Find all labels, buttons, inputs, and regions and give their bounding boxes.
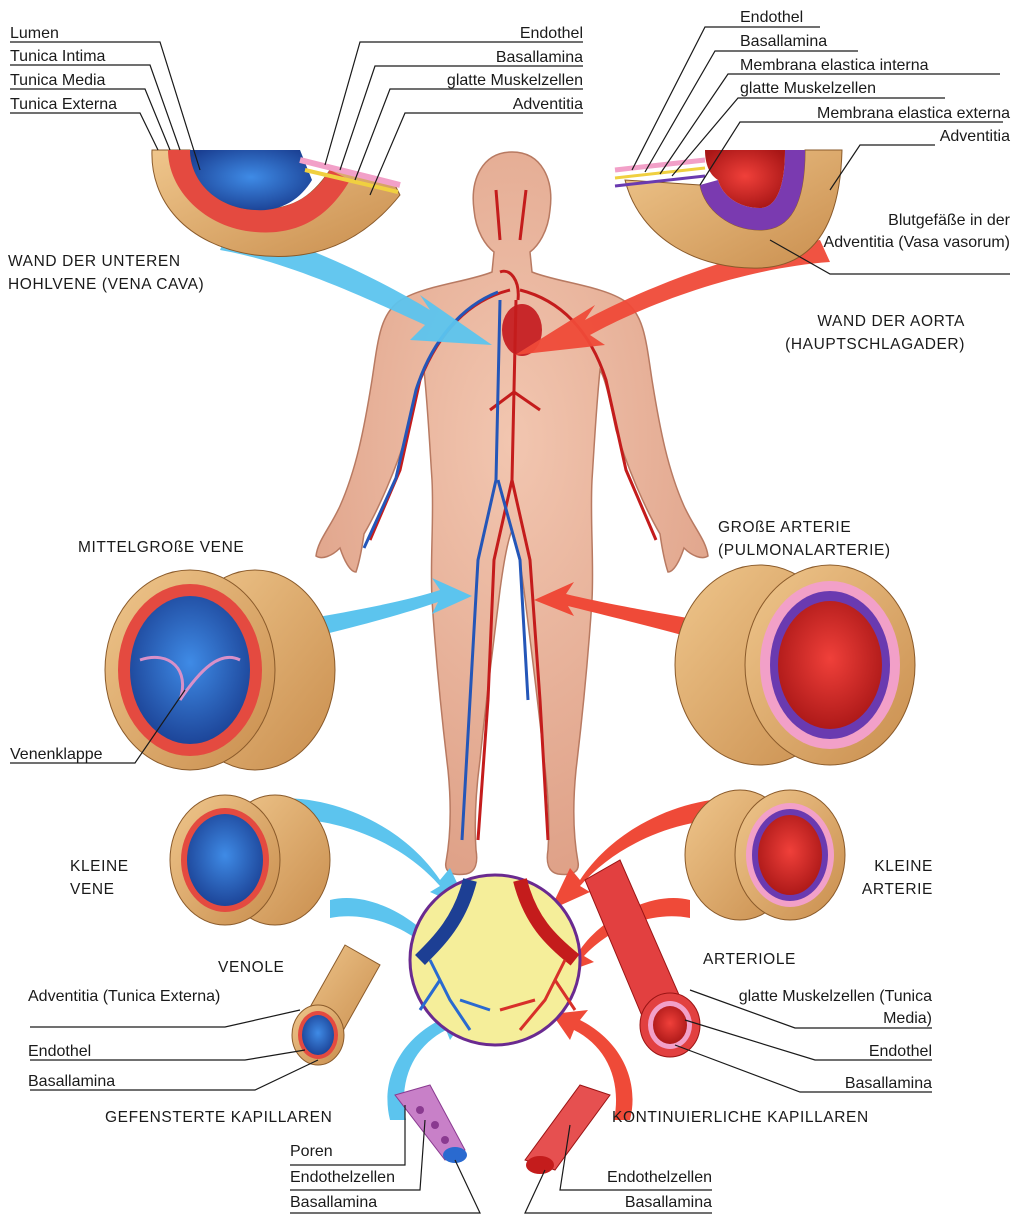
fenestrated-capillary	[395, 1085, 467, 1163]
label-vc-endothel: Endothel	[520, 24, 583, 43]
label-ao-mei: Membrana elastica interna	[740, 56, 929, 75]
title-vena-cava: WAND DER UNTEREN HOHLVENE (VENA CAVA)	[8, 250, 268, 296]
label-cont-basallamina: Basallamina	[625, 1193, 712, 1212]
label-arteriole-endothel: Endothel	[869, 1042, 932, 1061]
label-tunica-media: Tunica Media	[10, 71, 105, 90]
human-body	[316, 152, 708, 875]
label-arteriole-muscle: glatte Muskelzellen (Tunica Media)	[722, 986, 932, 1030]
small-vein	[170, 795, 330, 925]
label-vc-muscle: glatte Muskelzellen	[447, 71, 583, 90]
medium-vein	[105, 570, 335, 770]
small-artery	[685, 790, 845, 920]
title-aorta: WAND DER AORTA (HAUPTSCHLAGADER)	[735, 310, 965, 356]
label-fen-endothelzellen: Endothelzellen	[290, 1168, 395, 1187]
label-vasa-vasorum: Blutgefäße in der Adventitia (Vasa vasor…	[820, 210, 1010, 254]
label-vc-basallamina: Basallamina	[496, 48, 583, 67]
large-artery	[675, 565, 915, 765]
vena-cava-wall	[152, 150, 400, 257]
capillary-bed	[410, 875, 580, 1045]
label-arteriole-basallamina: Basallamina	[845, 1074, 932, 1093]
title-fenestrated-capillaries: GEFENSTERTE KAPILLAREN	[105, 1108, 332, 1127]
label-venule-endothel: Endothel	[28, 1042, 91, 1061]
title-small-artery: KLEINE ARTERIE	[853, 855, 933, 901]
label-cont-endothelzellen: Endothelzellen	[607, 1168, 712, 1187]
label-ao-endothel: Endothel	[740, 8, 803, 27]
label-vc-adventitia: Adventitia	[513, 95, 583, 114]
title-venule: VENOLE	[218, 958, 285, 977]
label-tunica-externa: Tunica Externa	[10, 95, 117, 114]
venule	[292, 945, 380, 1065]
label-lumen: Lumen	[10, 24, 59, 43]
title-medium-vein: MITTELGROßE VENE	[78, 538, 244, 557]
title-arteriole: ARTERIOLE	[703, 950, 796, 969]
title-continuous-capillaries: KONTINUIERLICHE KAPILLAREN	[612, 1108, 869, 1127]
label-tunica-intima: Tunica Intima	[10, 47, 105, 66]
label-poren: Poren	[290, 1142, 333, 1161]
label-ao-adventitia: Adventitia	[940, 127, 1010, 146]
label-ao-mee: Membrana elastica externa	[817, 104, 1010, 123]
title-small-vein: KLEINE VENE	[70, 855, 150, 901]
label-ao-basallamina: Basallamina	[740, 32, 827, 51]
label-fen-basallamina: Basallamina	[290, 1193, 377, 1212]
label-venenklappe: Venenklappe	[10, 745, 103, 764]
label-venule-basallamina: Basallamina	[28, 1072, 115, 1091]
label-ao-muscle: glatte Muskelzellen	[740, 79, 876, 98]
label-venule-adventitia: Adventitia (Tunica Externa)	[28, 986, 228, 1008]
continuous-capillary	[525, 1085, 610, 1174]
title-large-artery: GROßE ARTERIE (PULMONALARTERIE)	[718, 516, 978, 562]
aorta-wall	[615, 150, 842, 268]
arteriole	[585, 860, 700, 1057]
